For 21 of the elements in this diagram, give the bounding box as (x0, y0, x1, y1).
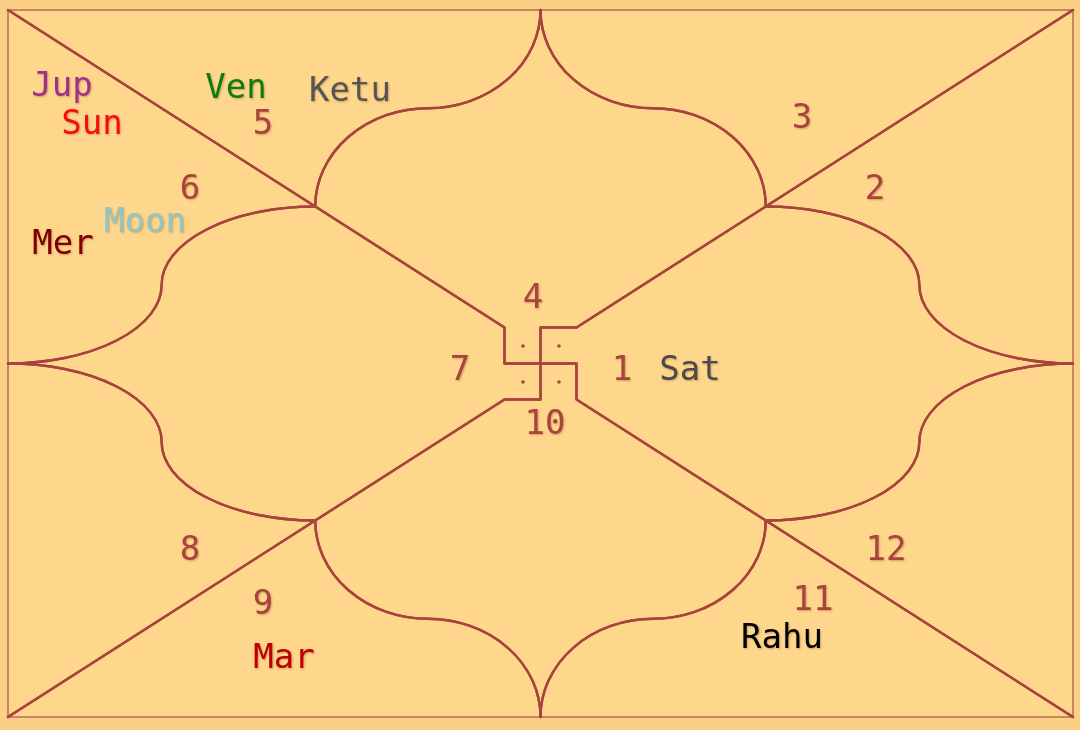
house-number: 4 (522, 279, 544, 313)
house-number: 6 (179, 170, 201, 204)
house-number: 12 (865, 531, 907, 565)
house-number: 1 (611, 351, 633, 385)
house-number: 2 (864, 170, 886, 204)
house-number: 11 (792, 581, 834, 615)
planet-label: Sat (659, 351, 721, 385)
planet-label: Mer (32, 225, 94, 259)
house-number: 5 (252, 105, 274, 139)
planet-label: Mar (253, 639, 315, 673)
planet-label: Sun (61, 105, 123, 139)
planet-label: Moon (104, 203, 186, 237)
planet-label: Ven (205, 69, 267, 103)
house-number: 9 (252, 585, 274, 619)
planet-label: Jup (31, 67, 93, 101)
house-number: 10 (524, 405, 566, 439)
house-number: 3 (791, 99, 813, 133)
house-number: 7 (449, 351, 471, 385)
planet-label: Rahu (741, 619, 823, 653)
house-number: 8 (179, 531, 201, 565)
planet-label: Ketu (309, 72, 391, 106)
